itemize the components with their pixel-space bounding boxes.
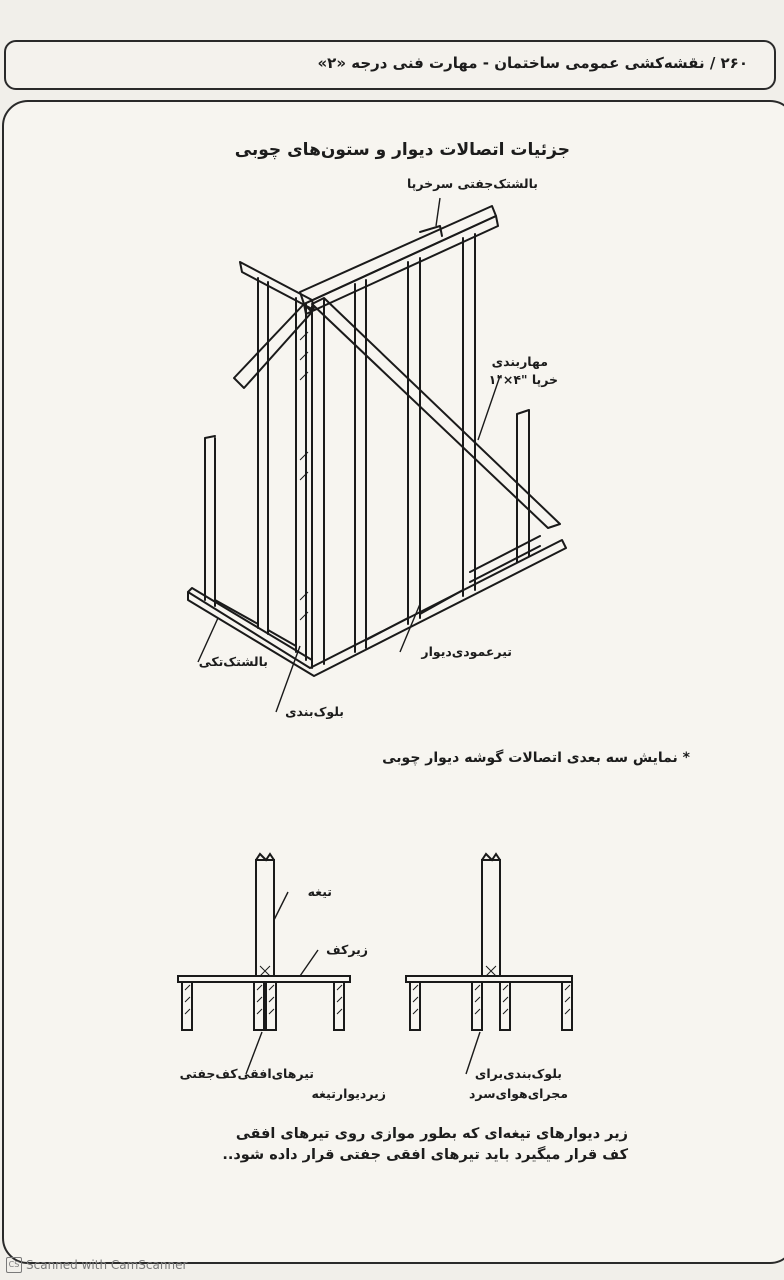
label-blocking: بلوک‌بندی: [285, 704, 344, 719]
label-joists-1: تیرهای‌افقی‌کف‌جفتی: [179, 1066, 314, 1081]
figure1-caption: * نمایش سه بعدی اتصالات گوشه دیوار چوبی: [382, 750, 690, 766]
page-frame: [2, 100, 784, 1264]
scanner-watermark: CS Scanned with CamScanner: [6, 1257, 187, 1273]
label-sole-plate: بالشتک‌تکی: [198, 654, 268, 669]
note-line-1: زیر دیوارهای تیغه‌ای که بطور موازی روی ت…: [235, 1126, 628, 1142]
label-brace-2: خرپا "۴×"۱: [488, 372, 558, 387]
header-title: ۲۶۰ / نقشه‌کشی عمومی ساختمان - مهارت فنی…: [317, 54, 748, 72]
note-line-2: کف قرار میگیرد باید تیرهای افقی جفتی قرا…: [222, 1147, 628, 1164]
label-partition: تیغه: [307, 884, 332, 899]
label-stud: تیرعمودی‌دیوار: [421, 644, 512, 659]
label-brace-1: مهاربندی: [491, 354, 548, 369]
camscanner-logo-icon: CS: [6, 1257, 22, 1273]
label-joists-2: زیردیوارتیغه: [311, 1086, 386, 1101]
scanner-text: Scanned with CamScanner: [26, 1258, 188, 1272]
label-duct-1: بلوک‌بندی‌برای: [474, 1066, 562, 1081]
figure1-title: جزئیات اتصالات دیوار و ستون‌های چوبی: [234, 140, 570, 160]
label-top-plate: بالشتک‌جفتی سرخرپا: [406, 176, 538, 191]
page-header: ۲۶۰ / نقشه‌کشی عمومی ساختمان - مهارت فنی…: [4, 40, 776, 90]
label-duct-2: مجرای‌هوای‌سرد: [469, 1086, 568, 1101]
label-subfloor: زیرکف: [326, 942, 368, 957]
floor-joist-drawing: [177, 852, 573, 1075]
figure2-note: زیر دیوارهای تیغه‌ای که بطور موازی روی ت…: [222, 1124, 628, 1166]
wall-framing-drawing: [187, 197, 567, 713]
